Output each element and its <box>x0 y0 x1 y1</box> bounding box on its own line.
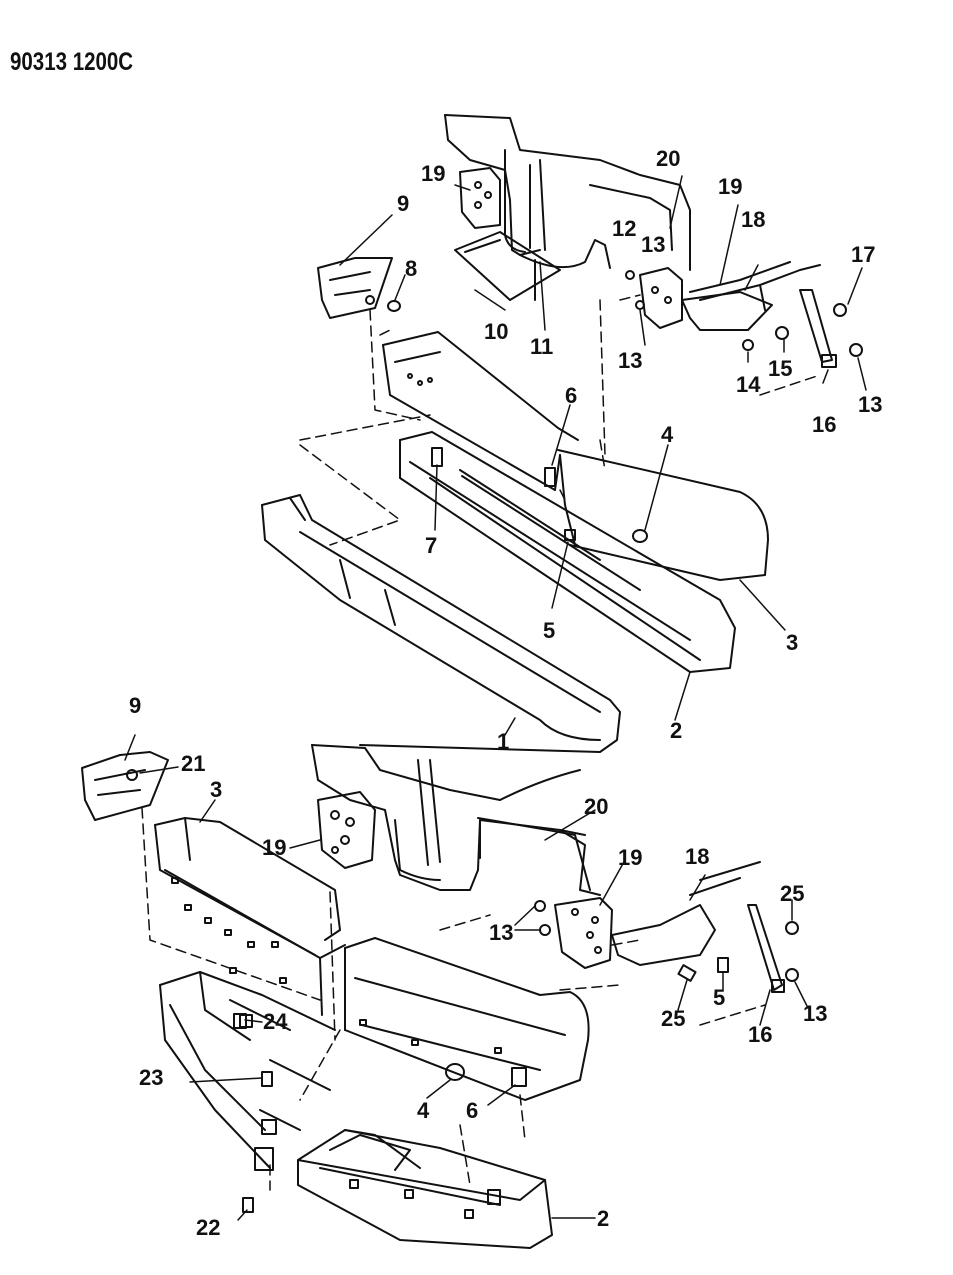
callout-17-upper: 17 <box>851 242 876 267</box>
arm-18-upper <box>682 292 772 330</box>
callout-14-upper: 14 <box>736 372 761 397</box>
callout-3-upper: 3 <box>786 630 799 655</box>
leader-lines-upper <box>300 295 820 545</box>
callout-13-lower-left: 13 <box>489 920 514 945</box>
diagram-id: 90313 1200C <box>10 48 134 76</box>
face-bar-1-upper <box>262 495 620 752</box>
callout-21-lower: 21 <box>181 751 206 776</box>
nut-13-lower-a <box>535 901 545 911</box>
bolt-25-lower <box>678 965 695 981</box>
callout-16-lower: 16 <box>748 1022 773 1047</box>
callout-19-upper-right: 19 <box>718 174 743 199</box>
leader-lines-lower <box>142 808 765 1190</box>
callout-18-lower: 18 <box>685 844 710 869</box>
clip-8 <box>388 301 400 311</box>
callout-2-lower: 2 <box>597 1206 610 1231</box>
callout-23-lower: 23 <box>139 1065 164 1090</box>
callout-1-upper: 1 <box>497 729 510 754</box>
screw-22 <box>243 1198 253 1212</box>
callout-20-upper: 20 <box>656 146 681 171</box>
plate-10 <box>455 232 560 300</box>
bolt-17 <box>834 304 846 316</box>
callout-19-lower-right: 19 <box>618 845 643 870</box>
callout-19-lower-left: 19 <box>262 835 287 860</box>
callout-leaders-upper <box>340 176 866 735</box>
callout-4-upper: 4 <box>661 422 674 447</box>
callout-13-upper-right: 13 <box>858 392 883 417</box>
absorber-2-lower <box>298 1130 552 1248</box>
bumper-cover-3-upper <box>383 332 768 580</box>
absorber-2-upper <box>400 432 735 672</box>
callout-25-lower-top: 25 <box>780 881 805 906</box>
fastener-24 <box>234 1014 246 1028</box>
callout-9-upper: 9 <box>397 191 410 216</box>
callout-2-upper: 2 <box>670 718 683 743</box>
fastener-23 <box>262 1072 272 1086</box>
link-16-upper <box>800 290 836 367</box>
callout-25-lower-bottom: 25 <box>661 1006 686 1031</box>
callout-5-lower: 5 <box>713 985 726 1010</box>
bracket-19-lower-left <box>318 792 375 868</box>
callout-12-upper: 12 <box>612 216 637 241</box>
arm-18-lower <box>612 905 715 965</box>
callout-16-upper: 16 <box>812 412 837 437</box>
callout-13-lower-right: 13 <box>803 1001 828 1026</box>
bracket-9-upper <box>318 258 392 318</box>
nut-13-lower-right <box>786 969 798 981</box>
absorber-lower-left <box>160 972 335 1170</box>
callout-5-upper: 5 <box>543 618 556 643</box>
bracket-19-upper-right <box>626 268 682 328</box>
callout-11-upper: 11 <box>530 334 554 359</box>
fastener-6-lower <box>512 1068 526 1086</box>
bracket-19-upper-left <box>460 168 500 228</box>
clip-5-lower <box>718 958 728 972</box>
link-16-lower <box>748 905 784 992</box>
callout-24-lower: 24 <box>263 1009 288 1034</box>
callout-3-lower: 3 <box>210 777 223 802</box>
bumper-cover-lower-center <box>345 938 589 1100</box>
nut-13-lower-b <box>540 925 550 935</box>
callout-6-upper: 6 <box>565 383 578 408</box>
callout-13-upper-top: 13 <box>641 232 666 257</box>
callout-leaders-lower <box>125 735 808 1220</box>
lower-body-frame <box>312 745 760 895</box>
callout-22-lower: 22 <box>196 1215 221 1240</box>
callout-4-lower: 4 <box>417 1098 430 1123</box>
callout-7-upper: 7 <box>425 533 438 558</box>
bracket-9-lower <box>82 752 168 820</box>
callout-8-upper: 8 <box>405 256 418 281</box>
callout-19-upper-left: 19 <box>421 161 446 186</box>
bolt-25-upper <box>786 922 798 934</box>
fastener-4-lower <box>446 1064 464 1080</box>
nut-13-right <box>850 344 862 356</box>
callout-15-upper: 15 <box>768 356 793 381</box>
callout-18-upper: 18 <box>741 207 766 232</box>
nut-14 <box>743 340 753 350</box>
callout-9-lower: 9 <box>129 693 142 718</box>
callout-20-lower: 20 <box>584 794 609 819</box>
bumper-cover-3-lower <box>155 818 345 1015</box>
callout-6-lower: 6 <box>466 1098 479 1123</box>
nut-15 <box>776 327 788 339</box>
callout-13-upper-mid: 13 <box>618 348 643 373</box>
callout-10-upper: 10 <box>484 319 509 344</box>
panel-20-lower <box>478 818 590 890</box>
bracket-19-lower-right <box>555 898 612 968</box>
